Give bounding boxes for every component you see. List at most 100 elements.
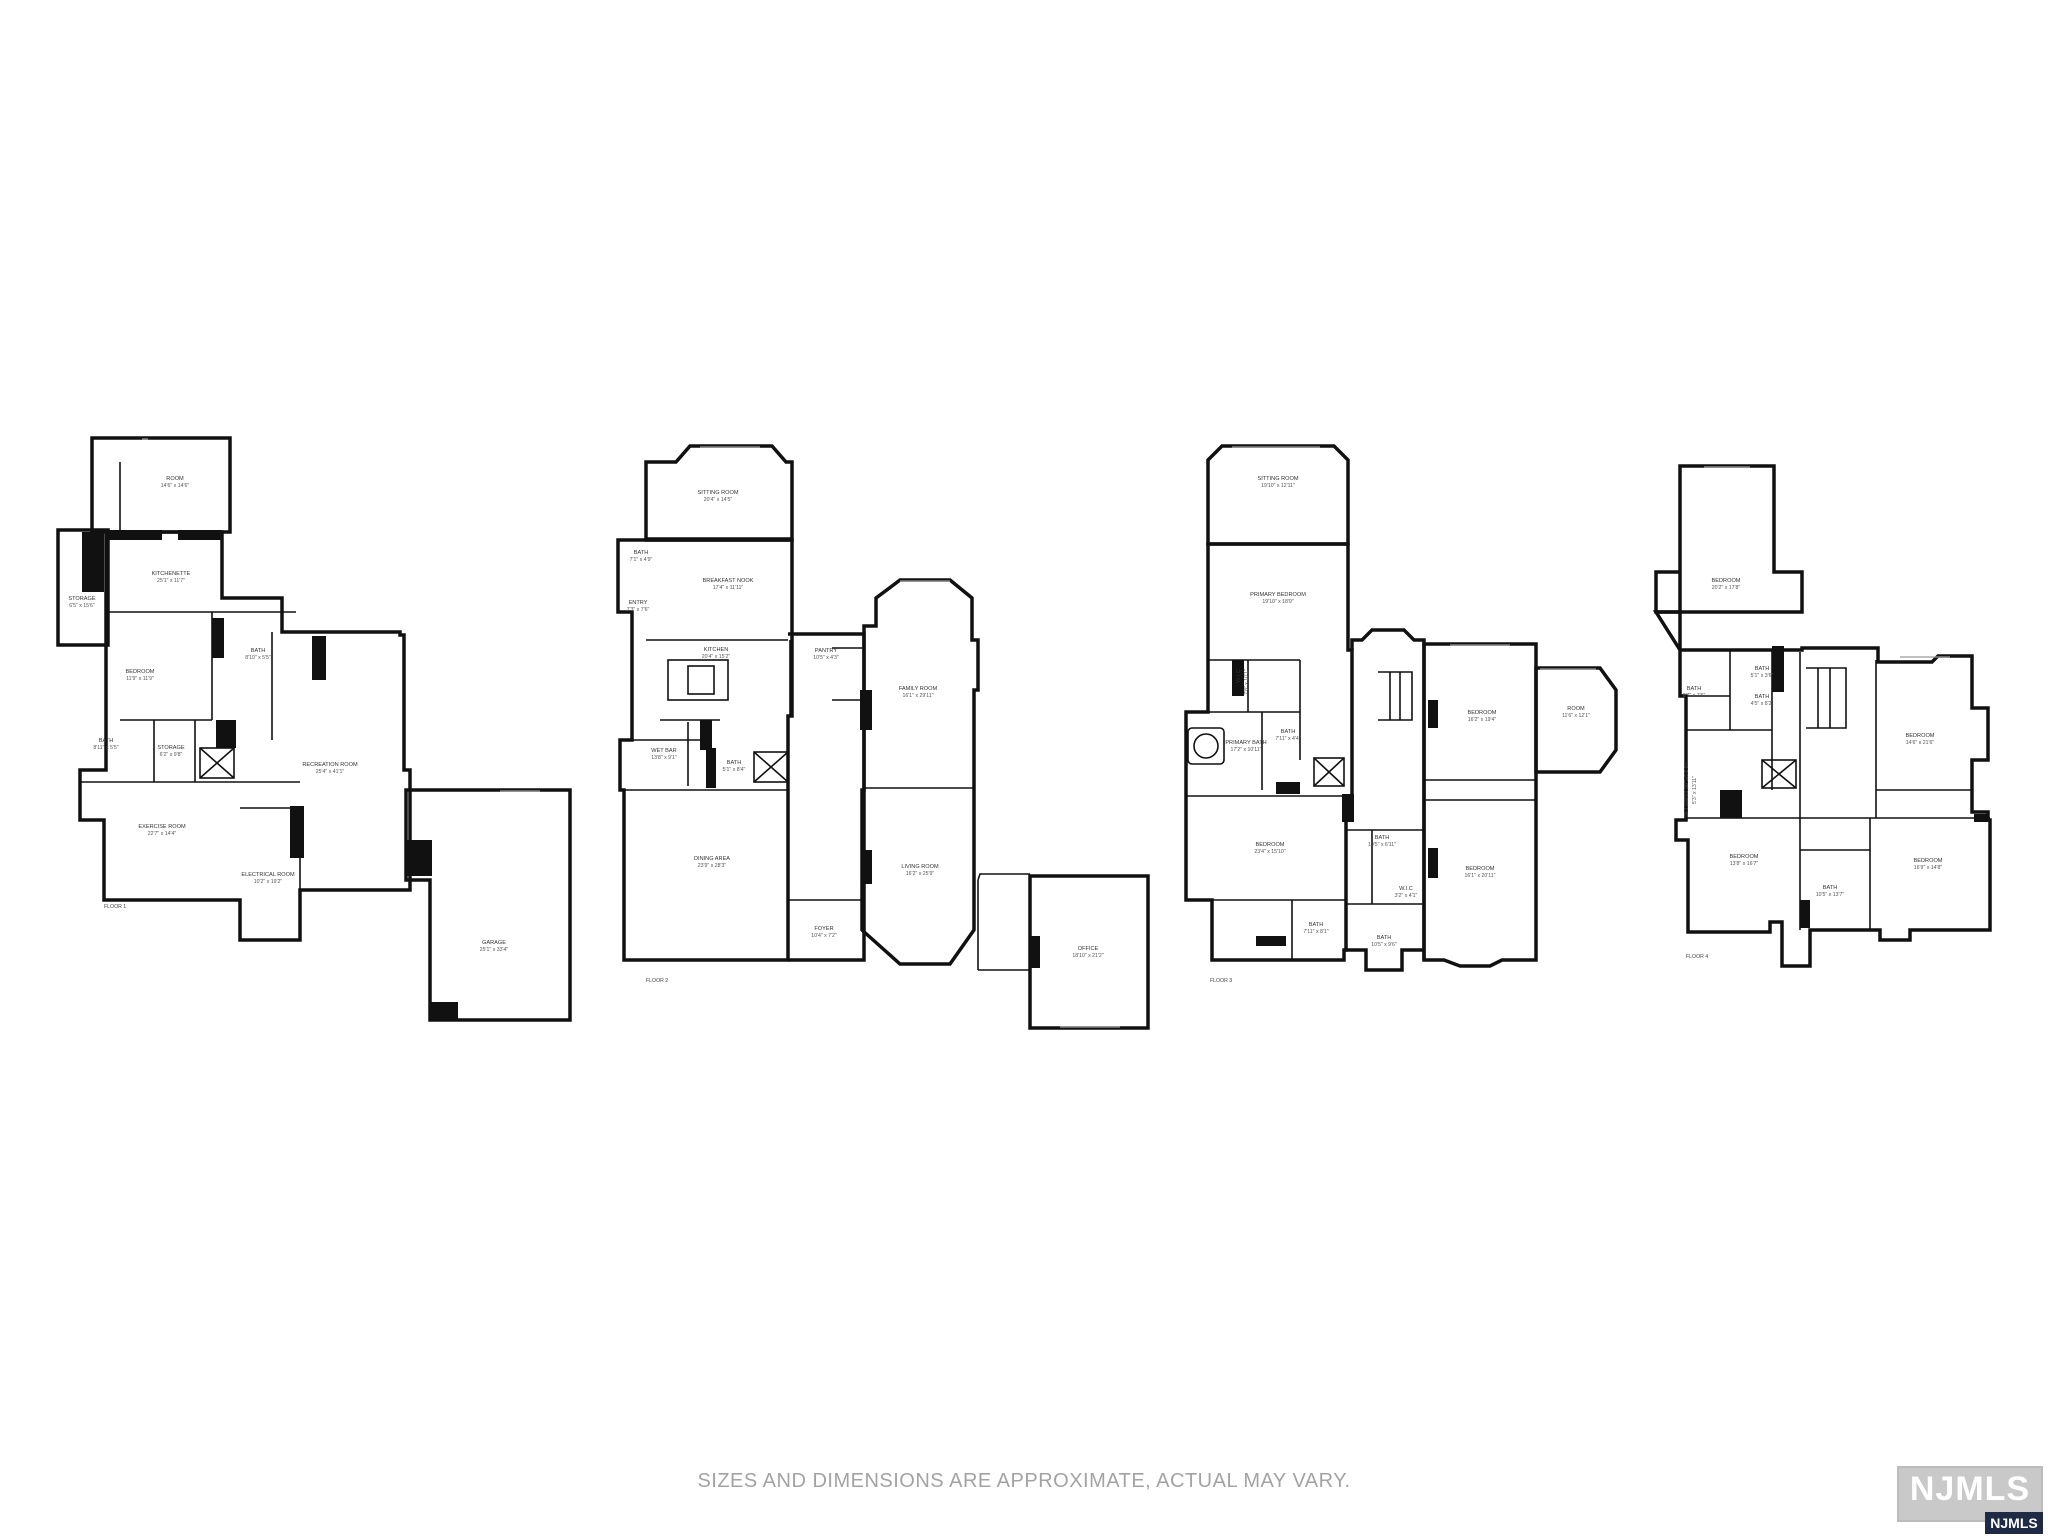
f3-wic2-name: W.I.C	[1399, 886, 1413, 892]
f2-living-dim: 16'2" x 25'9"	[906, 871, 935, 877]
f2-entry-dim: 7'3" x 7'6"	[627, 607, 650, 613]
f1-storage-dim: 6'5" x 15'6"	[69, 603, 95, 609]
f1-recreation-dim: 25'4" x 41'1"	[316, 769, 345, 775]
f1-storage2-dim: 6'2" x 9'8"	[160, 752, 183, 758]
njmls-logo: NJMLS NJMLS	[1897, 1466, 2043, 1534]
f4-bedroom3-dim: 13'8" x 16'7"	[1730, 861, 1759, 867]
f2-breakfast-name: BREAKFAST NOOK	[703, 578, 754, 584]
f4-bath-dim: 9'7" x 7'6"	[1683, 693, 1706, 699]
f1-kitchenette-name: KITCHENETTE	[152, 571, 191, 577]
f4-bath3-name: BATH	[1755, 694, 1770, 700]
f2-kitchen-dim: 20'4" x 15'2"	[702, 654, 731, 660]
f2-breakfast-dim: 17'4" x 11'11"	[713, 585, 744, 591]
f2-office-name: OFFICE	[1078, 946, 1099, 952]
f1-bath2-name: BATH	[99, 738, 114, 744]
f4-bath3-dim: 4'5" x 8'2"	[1751, 701, 1774, 707]
f1-kitchenette-dim: 25'1" x 11'7"	[157, 578, 185, 584]
f2-bath2-dim: 5'1" x 8'4"	[723, 767, 746, 773]
f2-foyer-dim: 10'4" x 7'2"	[811, 933, 837, 939]
f4-mechanical-name: MECHANICAL ROOM	[1684, 762, 1690, 818]
f3-bedroom3-name: BEDROOM	[1466, 866, 1495, 872]
f3-bath3-dim: 7'11" x 8'1"	[1303, 929, 1328, 935]
f1-garage-dim: 25'1" x 33'4"	[480, 947, 509, 953]
f1-electrical-dim: 10'2" x 19'2"	[254, 879, 283, 885]
f2-sitting-name: SITTING ROOM	[697, 490, 738, 496]
f1-recreation-name: RECREATION ROOM	[302, 762, 358, 768]
f4-bedroom2-name: BEDROOM	[1906, 733, 1935, 739]
f3-room-dim: 11'6" x 12'1"	[1562, 713, 1590, 719]
f4-bedroom3-name: BEDROOM	[1730, 854, 1759, 860]
f4-bedroom-dim: 20'2" x 17'8"	[1712, 585, 1741, 591]
f4-bedroom4-name: BEDROOM	[1914, 858, 1943, 864]
f4-bath2-dim: 5'1" x 3'6"	[1751, 673, 1774, 679]
f1-bedroom-dim: 11'9" x 11'9"	[126, 676, 154, 682]
f2-foyer-name: FOYER	[814, 926, 833, 932]
f3-primary-bedroom-name: PRIMARY BEDROOM	[1250, 592, 1306, 598]
f1-storage2-name: STORAGE	[157, 745, 185, 751]
f1-room-dim: 14'6" x 14'6"	[161, 483, 190, 489]
floor-1-label: FLOOR 1	[104, 904, 126, 910]
f4-bedroom-name: BEDROOM	[1712, 578, 1741, 584]
f3-sitting-name: SITTING ROOM	[1257, 476, 1298, 482]
f3-bedroom2-name: BEDROOM	[1256, 842, 1285, 848]
f1-room-name: ROOM	[166, 476, 184, 482]
f3-sitting-dim: 19'10" x 12'11"	[1261, 483, 1295, 489]
f2-family-dim: 16'1" x 29'11"	[903, 693, 934, 699]
floor-1-plan: ROOM 14'6" x 14'6" STORAGE 6'5" x 15'6" …	[56, 436, 572, 1022]
f3-bath4-name: BATH	[1377, 935, 1392, 941]
f3-bath-dim: 7'11" x 4'4"	[1275, 736, 1300, 742]
f1-garage-name: GARAGE	[482, 940, 506, 946]
f1-bath-name: BATH	[251, 648, 266, 654]
f4-bath2-name: BATH	[1755, 666, 1770, 672]
f3-primary-bath-dim: 17'2" x 10'11"	[1231, 747, 1262, 753]
f2-sitting-dim: 20'4" x 14'5"	[704, 497, 733, 503]
f2-dining-name: DINING AREA	[694, 856, 730, 862]
logo-main-text: NJMLS	[1909, 1470, 2031, 1508]
disclaimer-text: SIZES AND DIMENSIONS ARE APPROXIMATE, AC…	[697, 1470, 1351, 1492]
f3-wic2-dim: 3'2" x 4'1"	[1395, 893, 1418, 899]
f1-exercise-dim: 22'7" x 14'4"	[148, 831, 177, 837]
floor-3-plan: SITTING ROOM 19'10" x 12'11" PRIMARY BED…	[1184, 444, 1618, 984]
floor-3-label: FLOOR 3	[1210, 978, 1232, 984]
f1-bath-dim: 8'10" x 5'5"	[245, 655, 271, 661]
f2-bath2-name: BATH	[727, 760, 742, 766]
f2-family-name: FAMILY ROOM	[899, 686, 938, 692]
f2-bath-dim: 7'1" x 4'9"	[630, 557, 653, 563]
f2-pantry-name: PANTRY	[815, 648, 837, 654]
f1-exercise-name: EXERCISE ROOM	[138, 824, 186, 830]
f1-bath2-dim: 8'11" x 5'5"	[93, 745, 118, 751]
f2-bath-name: BATH	[634, 550, 649, 556]
f4-bath4-dim: 10'5" x 13'7"	[1816, 892, 1845, 898]
floor-4-plan: BEDROOM 20'2" x 17'8" BATH 9'7" x 7'6" B…	[1652, 464, 1992, 968]
f3-bath2-name: BATH	[1375, 835, 1390, 841]
f2-kitchen-name: KITCHEN	[704, 647, 729, 653]
f3-bath-name: BATH	[1281, 729, 1296, 735]
f2-wetbar-dim: 13'8" x 9'1"	[651, 755, 677, 761]
f2-entry-name: ENTRY	[629, 600, 648, 606]
f2-office-dim: 18'10" x 21'2"	[1072, 953, 1103, 959]
floor-2-plan: SITTING ROOM 20'4" x 14'5" BATH 7'1" x 4…	[616, 444, 1150, 1030]
f3-bedroom-dim: 16'2" x 19'4"	[1468, 717, 1497, 723]
f1-bedroom-name: BEDROOM	[126, 669, 155, 675]
f3-bath2-dim: 10'5" x 6'11"	[1368, 842, 1396, 848]
f3-primary-bedroom-dim: 19'10" x 18'9"	[1262, 599, 1293, 605]
f2-wetbar-name: WET BAR	[651, 748, 676, 754]
f2-dining-dim: 23'9" x 28'3"	[698, 863, 727, 869]
f3-bedroom-name: BEDROOM	[1468, 710, 1497, 716]
f3-bedroom2-dim: 23'4" x 15'10"	[1254, 849, 1285, 855]
f1-electrical-name: ELECTRICAL ROOM	[241, 872, 295, 878]
f3-bath4-dim: 10'5" x 9'6"	[1371, 942, 1397, 948]
f2-living-name: LIVING ROOM	[901, 864, 939, 870]
f3-room-name: ROOM	[1567, 706, 1585, 712]
f3-bath3-name: BATH	[1309, 922, 1324, 928]
f3-bedroom3-dim: 16'1" x 20'11"	[1465, 873, 1496, 879]
f2-pantry-dim: 10'5" x 4'3"	[813, 655, 839, 661]
f3-wic-name: W.I.C	[1236, 669, 1242, 683]
f4-bath4-name: BATH	[1823, 885, 1838, 891]
floor-4-label: FLOOR 4	[1686, 954, 1708, 960]
f4-bedroom4-dim: 16'9" x 14'8"	[1914, 865, 1943, 871]
f3-primary-bath-name: PRIMARY BATH	[1225, 740, 1266, 746]
f4-bedroom2-dim: 14'6" x 21'6"	[1906, 740, 1935, 746]
f3-wic-dim: 7'8" x 10'1"	[1244, 669, 1250, 695]
